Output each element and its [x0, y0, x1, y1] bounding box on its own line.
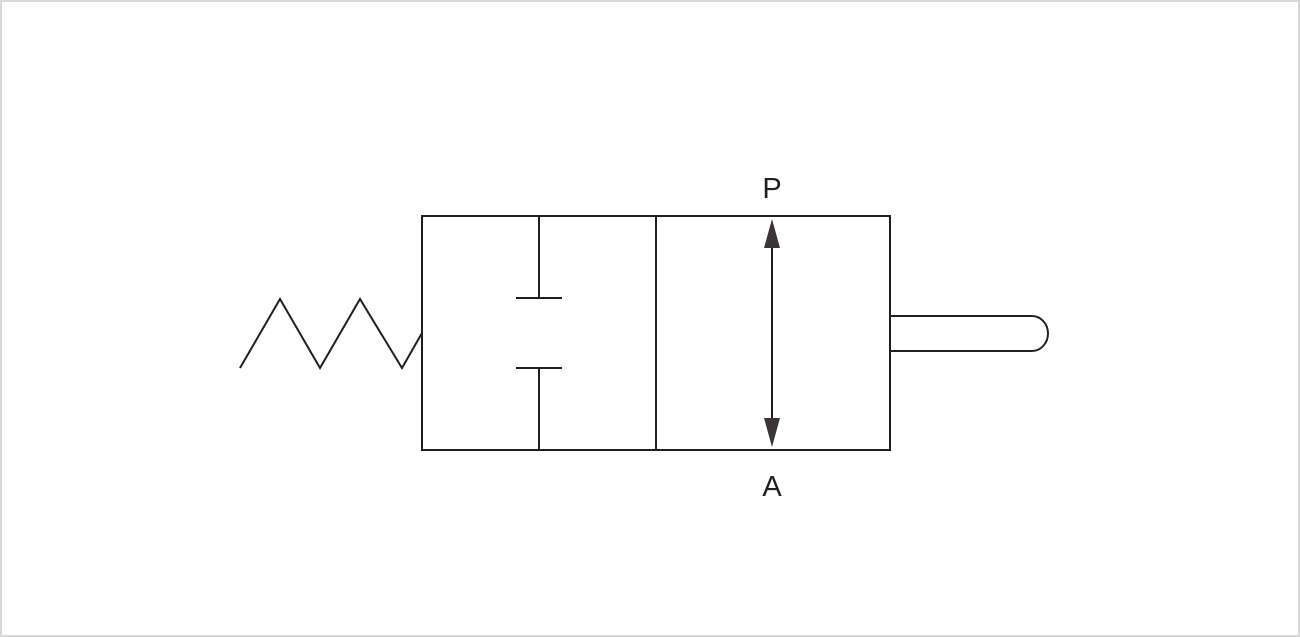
flow-arrowhead-down: [764, 418, 780, 447]
port-label-p: P: [762, 173, 781, 205]
flow-arrowhead-up: [764, 219, 780, 248]
plunger-actuator: [890, 315, 1049, 352]
blocked-position: [516, 216, 562, 450]
open-flow-position: [764, 219, 780, 447]
spring-actuator: [239, 297, 423, 370]
port-label-a: A: [762, 471, 782, 503]
